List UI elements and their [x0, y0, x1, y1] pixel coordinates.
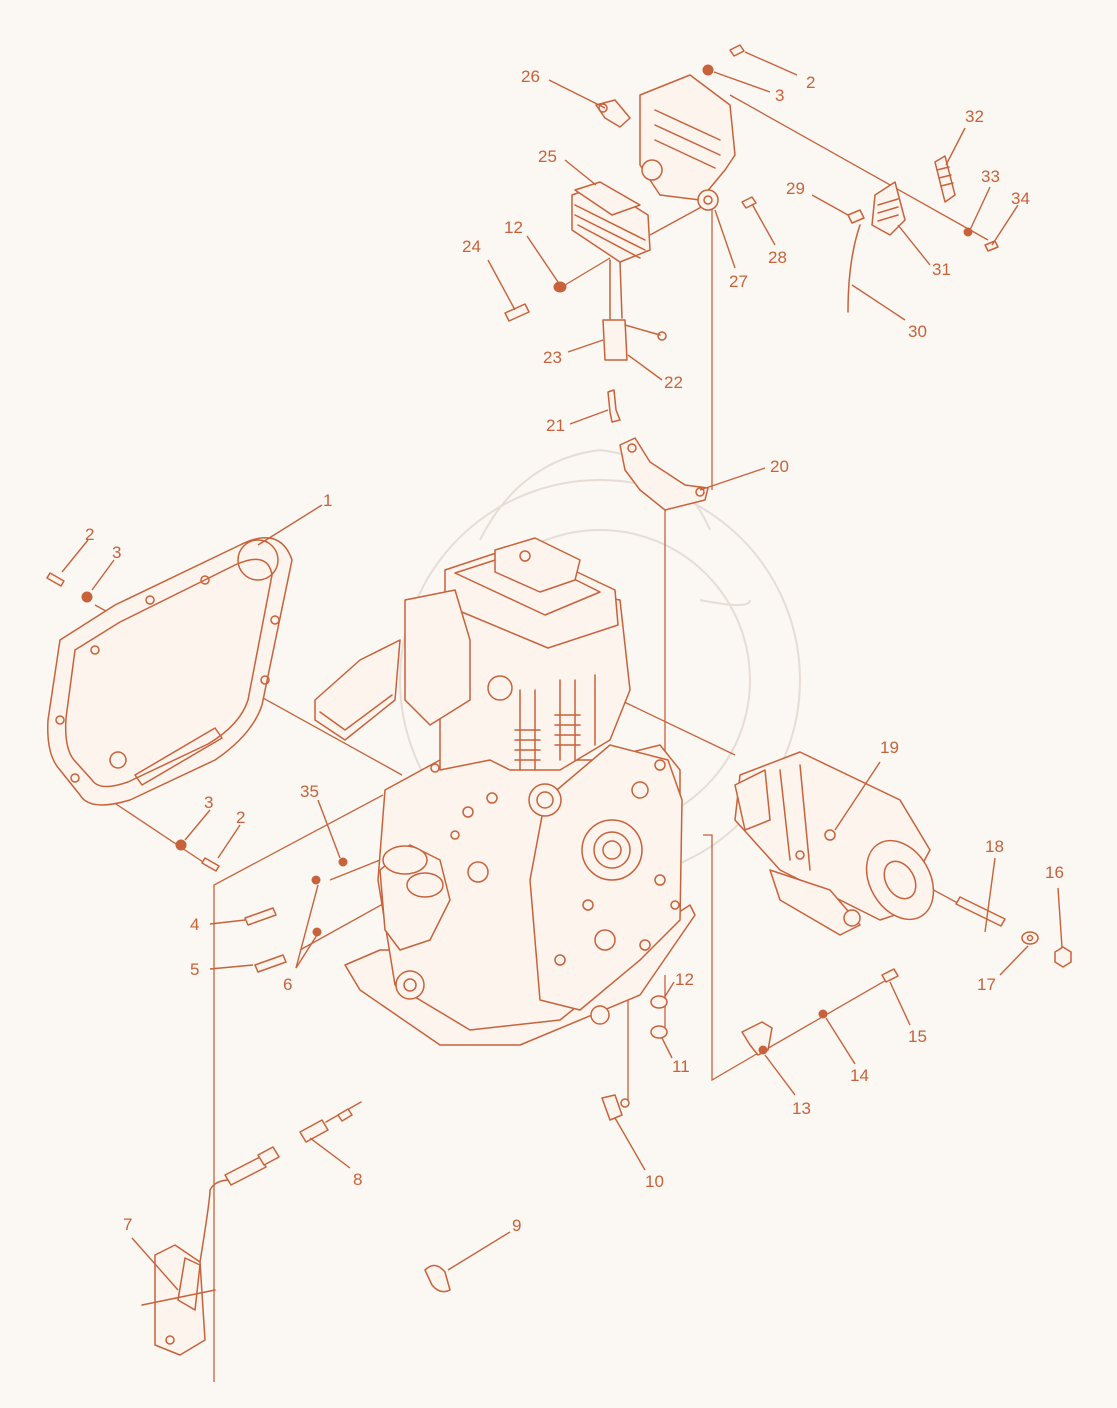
callout-label: 25 [538, 147, 557, 166]
part-mounting-bracket [619, 437, 709, 511]
callout-label: 32 [965, 107, 984, 126]
callout-label: 10 [645, 1172, 664, 1191]
callout-label: 29 [786, 179, 805, 198]
callout-label: 21 [546, 416, 565, 435]
callout-label: 33 [981, 167, 1000, 186]
starter-stud-parts [955, 896, 1072, 968]
callout-label: 34 [1011, 189, 1030, 208]
callout-label: 2 [85, 525, 94, 544]
callout-label: 14 [850, 1066, 869, 1085]
callout-label: 22 [664, 373, 683, 392]
callout-label: 3 [204, 793, 213, 812]
callout-label: 15 [908, 1027, 927, 1046]
callout-label: 13 [792, 1099, 811, 1118]
callout-label: 31 [932, 260, 951, 279]
callout-label: 18 [985, 837, 1004, 856]
part-connector-block [847, 155, 999, 313]
callout-label: 1 [323, 491, 332, 510]
callout-label: 11 [672, 1057, 690, 1076]
callout-label: 27 [729, 272, 748, 291]
callout-label: 8 [353, 1170, 362, 1189]
callout-label: 28 [768, 248, 787, 267]
callout-label: 5 [190, 960, 199, 979]
callout-label: 4 [190, 915, 199, 934]
callout-label: 30 [908, 322, 927, 341]
callout-label: 2 [236, 808, 245, 827]
part-rectifier [504, 181, 757, 423]
callout-label: 35 [300, 782, 319, 801]
callout-label: 6 [283, 975, 292, 994]
callout-label: 16 [1045, 863, 1064, 882]
callout-label: 7 [123, 1215, 132, 1234]
callout-label: 20 [770, 457, 789, 476]
callout-label: 17 [977, 975, 996, 994]
callout-labels: 1 2 2 2 3 3 3 4 5 6 7 8 9 10 11 12 12 13… [85, 67, 1064, 1235]
plate-fasteners [46, 572, 348, 973]
callout-label: 12 [675, 970, 694, 989]
callout-label: 3 [112, 543, 121, 562]
callout-label: 24 [462, 237, 481, 256]
callout-leaders [61, 51, 1063, 1291]
part-starter-motor [734, 751, 935, 936]
part-sensor-harness [141, 1101, 362, 1356]
callout-label: 26 [521, 67, 540, 86]
part-adapter-plate [47, 537, 293, 806]
part-engine-block [314, 537, 696, 1046]
part-regulator-bracket [595, 44, 745, 211]
small-clips [424, 968, 899, 1293]
callout-label: 9 [512, 1216, 521, 1235]
callout-label: 19 [880, 738, 899, 757]
callout-label: 23 [543, 348, 562, 367]
callout-label: 2 [806, 73, 815, 92]
callout-label: 12 [504, 218, 523, 237]
callout-label: 3 [775, 86, 784, 105]
